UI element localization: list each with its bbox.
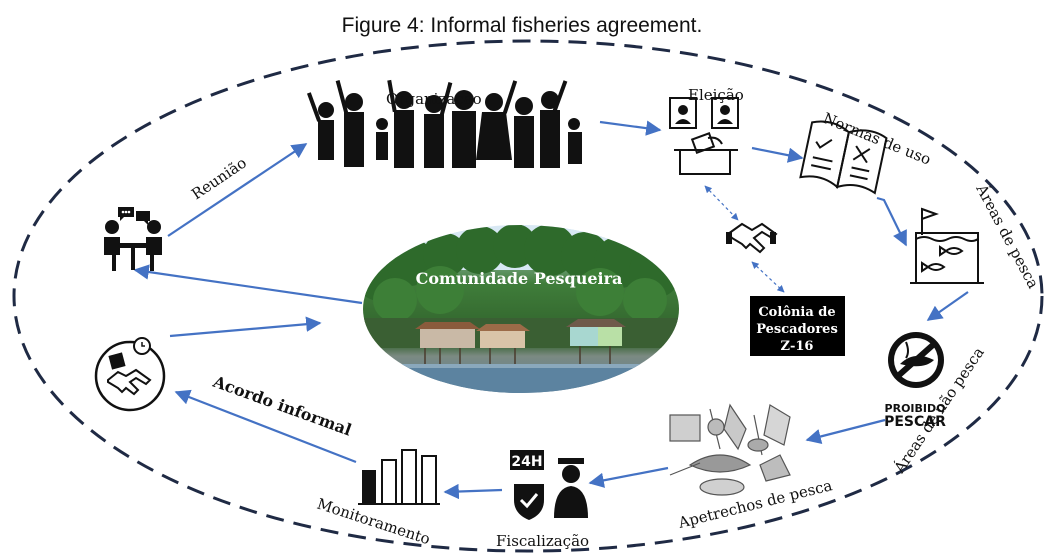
arrow-comunidade-reuniao (133, 264, 363, 305)
dashed-handshake-colonia (751, 261, 785, 293)
arrow-monitoramento-acordo (174, 389, 357, 464)
sign-line2: PESCAR (884, 414, 946, 430)
no-fishing-icon (888, 332, 944, 388)
dashed-eleicao-handshake (704, 185, 739, 221)
colonia-line1: Colônia de (758, 305, 835, 320)
arrow-acordo-comunidade (169, 316, 322, 338)
arrow-organizacao-eleicao (599, 120, 662, 136)
label-fiscalizacao: Fiscalização (496, 532, 589, 550)
colonia-box: Colônia de Pescadores Z-16 (750, 296, 845, 356)
bar-chart-icon (358, 449, 440, 505)
guard-icon: 24H (510, 450, 588, 520)
outer-dashed-ellipse (12, 39, 1044, 553)
rulebook-icon (799, 120, 888, 195)
fishing-gear-icon (669, 403, 791, 496)
meeting-icon (104, 207, 162, 271)
label-organizacao: Organização (386, 90, 482, 108)
label-reuniao: Reunião (188, 154, 250, 204)
arrow-normas-areas (876, 196, 907, 247)
fish-tank-icon (910, 207, 984, 284)
arrow-eleicao-normas (751, 146, 804, 163)
badge-24h: 24H (511, 454, 542, 470)
arrow-fiscalizacao-monitoramento (443, 483, 503, 500)
contract-handshake-icon (94, 337, 166, 412)
handshake-icon (726, 222, 778, 254)
arrow-areas-proibido (926, 291, 969, 321)
center-photo (363, 225, 679, 393)
label-areas-pesca: Áreas de pesca (972, 181, 1042, 292)
crowd-icon (306, 79, 582, 168)
label-normas: Normas de uso (821, 109, 934, 169)
label-acordo: Acordo informal (210, 372, 354, 440)
center-label: Comunidade Pesqueira (416, 269, 623, 288)
arrow-apetrechos-fiscalizacao (588, 466, 669, 488)
figure-title: Figure 4: Informal fisheries agreement. (341, 14, 703, 37)
sign-line1: PROIBIDO (885, 402, 946, 415)
label-eleicao: Eleição (688, 86, 744, 104)
arrow-reuniao-organizacao (167, 143, 308, 237)
colonia-line3: Z-16 (781, 339, 814, 354)
colonia-line2: Pescadores (756, 322, 838, 337)
arrow-proibido-apetrechos (805, 418, 886, 445)
ballot-icon (669, 97, 739, 175)
